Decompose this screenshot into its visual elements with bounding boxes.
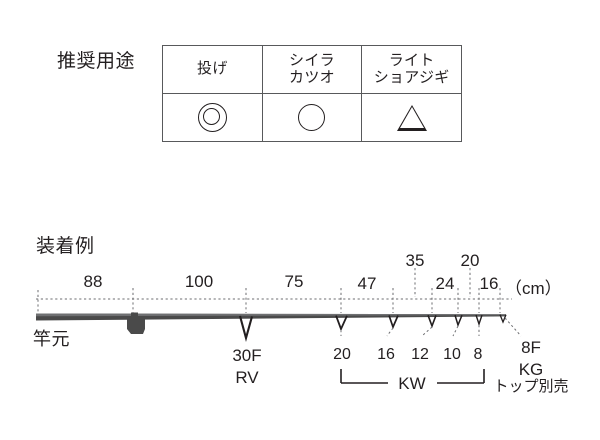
guide-size-10: 10 bbox=[443, 346, 461, 363]
dimension-16: 16 bbox=[479, 274, 499, 293]
guide-size-20: 20 bbox=[333, 346, 351, 363]
reel-seat-label-line: RV bbox=[235, 367, 259, 387]
rating-wrap bbox=[163, 94, 262, 141]
usage-header-line: シイラ bbox=[289, 51, 335, 69]
reel-seat-label-line: 30F bbox=[232, 346, 262, 365]
double-circle-icon bbox=[197, 103, 227, 132]
guide-16 bbox=[388, 315, 399, 330]
guide-30f-rv bbox=[238, 315, 254, 342]
mount-section-label: 装着例 bbox=[36, 236, 95, 257]
dimension-100: 100 bbox=[184, 272, 214, 291]
rod-guides bbox=[238, 314, 507, 342]
tip-guide-label-line: KG bbox=[518, 359, 544, 379]
unit-label: （cm） bbox=[505, 279, 562, 298]
guide-size-8: 8 bbox=[473, 346, 483, 363]
usage-rating-cell-shiira bbox=[261, 93, 363, 142]
guide-size-12: 12 bbox=[411, 346, 429, 363]
rod-blank bbox=[36, 313, 506, 321]
dimension-88: 88 bbox=[83, 272, 103, 291]
guide-leader-lines bbox=[340, 317, 522, 337]
rating-wrap bbox=[362, 94, 461, 141]
dimension-35: 35 bbox=[405, 251, 425, 270]
tip-sold-separately-note: トップ別売 bbox=[493, 378, 569, 395]
guide-size-16: 16 bbox=[377, 346, 395, 363]
dimension-47: 47 bbox=[357, 274, 377, 293]
rating-wrap bbox=[263, 94, 362, 141]
rod-highlight bbox=[36, 313, 506, 317]
usage-header-line: ライト bbox=[388, 51, 435, 69]
reel-seat-icon bbox=[127, 312, 145, 334]
usage-header-cell-nage: 投げ bbox=[162, 45, 263, 94]
usage-table: 投げ シイラ カツオ ライト ショアジギ bbox=[162, 45, 462, 142]
usage-header-cell-shiira: シイラ カツオ bbox=[261, 45, 363, 94]
usage-header-line: ショアジギ bbox=[373, 68, 450, 86]
kw-bracket-label: KW bbox=[398, 374, 426, 393]
usage-header-cell-light: ライト ショアジギ bbox=[361, 45, 462, 94]
triangle-icon bbox=[396, 104, 427, 131]
usage-rating-cell-light bbox=[361, 93, 462, 142]
dimension-75: 75 bbox=[284, 272, 304, 291]
guide-20 bbox=[335, 315, 348, 332]
tip-guide-label-line: 8F bbox=[521, 338, 541, 357]
tip-guide-label: 8F KG bbox=[519, 337, 544, 381]
dimension-24: 24 bbox=[435, 274, 455, 293]
usage-table-rating-row bbox=[162, 93, 462, 142]
usage-section-label: 推奨用途 bbox=[57, 51, 136, 72]
dimension-ticks-upper bbox=[37, 268, 501, 313]
usage-table-header-row: 投げ シイラ カツオ ライト ショアジギ bbox=[162, 45, 462, 94]
rod-butt-label: 竿元 bbox=[33, 329, 70, 349]
usage-header-line: 投げ bbox=[197, 60, 228, 78]
usage-rating-cell-nage bbox=[162, 93, 263, 142]
guide-10 bbox=[454, 314, 463, 328]
usage-header-line: カツオ bbox=[289, 68, 335, 86]
dimension-20: 20 bbox=[460, 251, 480, 270]
guide-8 bbox=[475, 314, 483, 327]
circle-icon bbox=[298, 104, 326, 131]
reel-seat-label: 30F RV bbox=[232, 345, 261, 389]
guide-12 bbox=[427, 314, 437, 329]
guide-tip-8f-kg bbox=[499, 314, 507, 324]
